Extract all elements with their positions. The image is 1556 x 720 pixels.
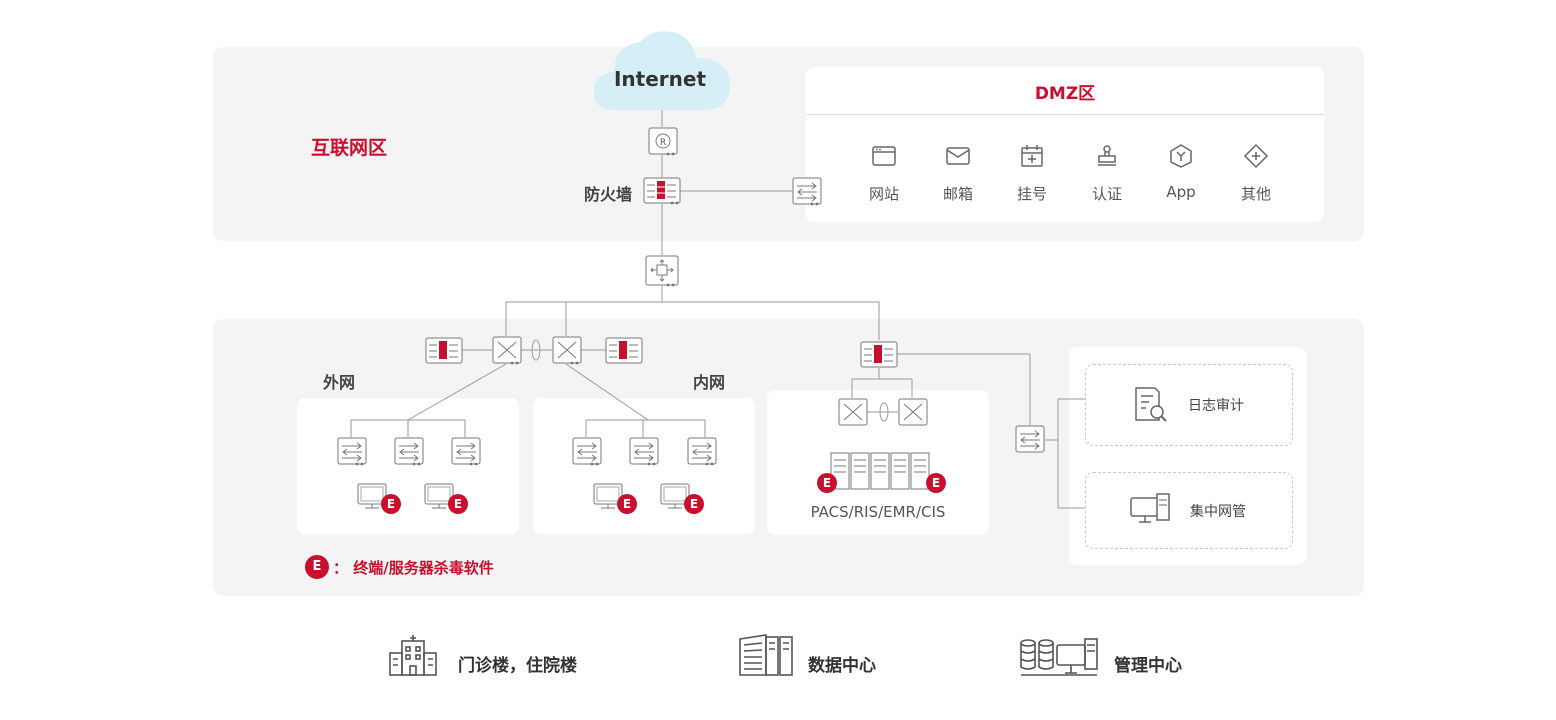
terminal-pc-icon [593,483,623,509]
mgmt-switch-icon [1015,425,1045,453]
server-cluster-icon [830,452,930,490]
network-mgmt-icon [1130,493,1170,523]
terminal-antivirus-badge: E [448,494,468,514]
inner-firewall-icon [605,337,643,364]
bottom-legend-buildings: 门诊楼，住院楼 [458,656,577,676]
terminal-antivirus-badge: E [381,494,401,514]
legend-badge: E [305,555,329,579]
log-audit-label: 日志审计 [1188,398,1244,414]
hexagon-app-icon [1170,144,1192,168]
firewall-label: 防火墙 [584,185,633,204]
calendar-plus-icon [1021,145,1043,167]
browser-icon [872,146,896,166]
core-switch-right-icon [552,336,582,365]
dmz-service-label: App [1166,183,1196,201]
log-audit-icon [1135,387,1167,422]
datacenter-systems-label: PACS/RIS/EMR/CIS [810,503,946,521]
log-audit-box [1085,364,1293,446]
core-router-icon [645,255,679,287]
datacenter-firewall-icon [860,341,898,368]
dmz-card: DMZ区 [806,67,1324,222]
firewall-icon [643,177,681,205]
mail-icon [946,147,970,165]
dmz-service-label: 认证 [1091,185,1122,203]
access-switch-icon [687,437,717,466]
bottom-legend-management: 管理中心 [1114,656,1182,676]
outer-firewall-icon [425,337,463,364]
dmz-title: DMZ区 [1034,84,1096,104]
bottom-legend-datacenter: 数据中心 [808,656,876,676]
internet-zone-title: 互联网区 [311,137,388,159]
cloud-icon [594,31,730,110]
dmz-divider [806,114,1324,115]
core-switch-left-icon [492,336,522,365]
dmz-service-label: 网站 [868,185,899,203]
dc-switch-left-icon [838,398,868,426]
hospital-building-icon [389,635,437,676]
network-mgmt-label: 集中网管 [1190,504,1246,520]
dmz-service-label: 邮箱 [942,185,973,203]
router-icon: R [648,127,678,156]
dc-switch-right-icon [898,398,928,426]
dmz-service-label: 其他 [1240,185,1271,203]
management-console-icon [1020,638,1098,676]
access-switch-icon [337,437,367,466]
server-rack-icon [739,634,793,676]
svg-text:R: R [660,138,666,148]
dmz-service-label: 挂号 [1016,185,1047,203]
outer-net-label: 外网 [323,373,356,392]
inner-net-card [533,398,755,534]
terminal-antivirus-badge: E [617,494,637,514]
terminal-antivirus-badge: E [684,494,704,514]
access-switch-icon [394,437,424,466]
legend-text: ： 终端/服务器杀毒软件 [333,559,494,577]
inner-net-label: 内网 [693,373,726,392]
stamp-icon [1098,145,1116,166]
diamond-plus-icon [1243,143,1269,169]
internet-label: Internet [613,67,707,91]
access-switch-icon [629,437,659,466]
server-antivirus-badge-right: E [926,473,946,493]
network-mgmt-box [1085,472,1293,549]
dmz-switch-icon [792,177,822,206]
access-switch-icon [572,437,602,466]
access-switch-icon [451,437,481,466]
server-antivirus-badge-left: E [817,473,837,493]
